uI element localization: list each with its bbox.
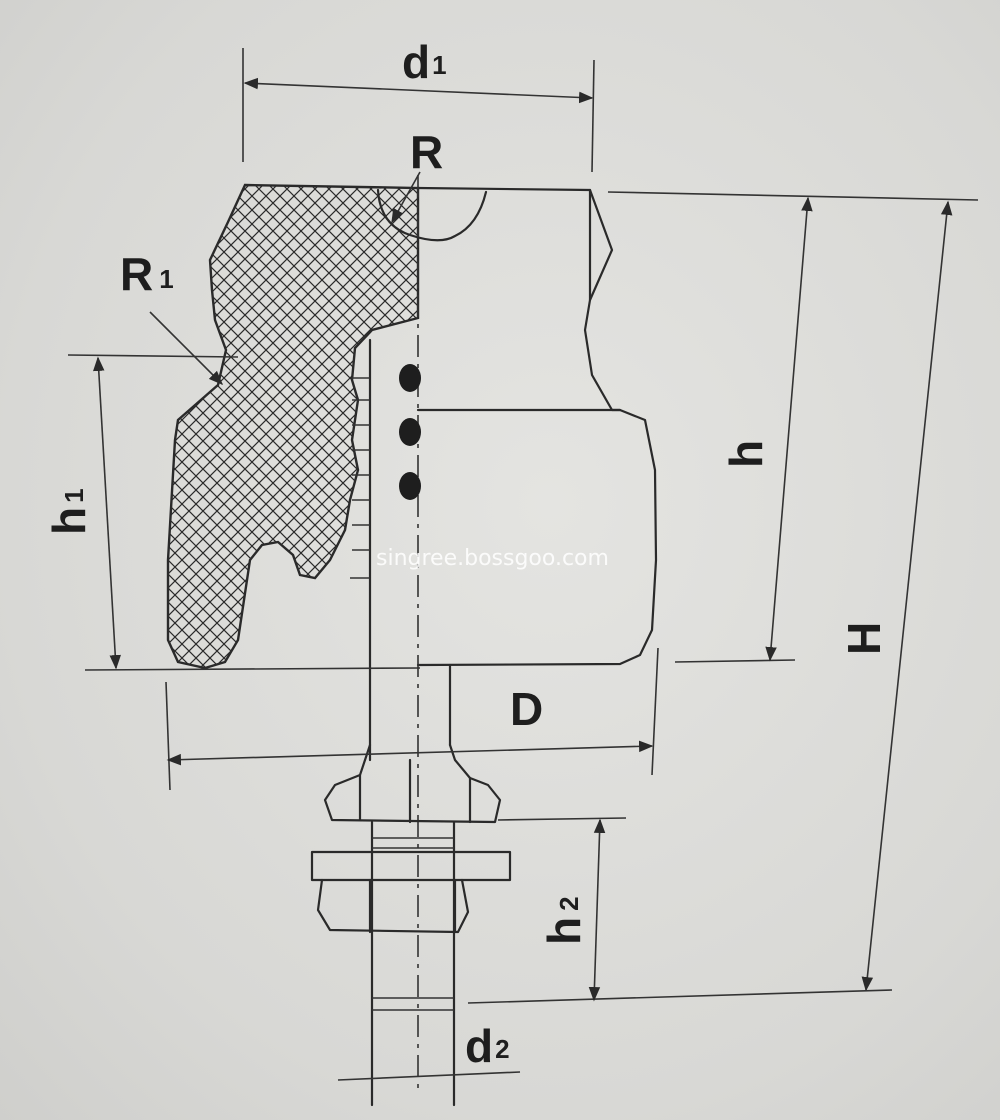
top-groove-arc <box>376 188 488 242</box>
h-dimension-line <box>765 196 813 662</box>
h1-extension-top <box>67 354 239 358</box>
nut-flats <box>368 878 457 934</box>
label-d: D <box>510 683 543 735</box>
insulator-outline-right <box>416 186 658 667</box>
threaded-shank <box>370 820 456 1107</box>
h2-dimension-line <box>588 818 606 1002</box>
d-dimension-line <box>166 740 654 766</box>
label-h2: h2 <box>538 896 590 945</box>
pin-thread-ticks <box>350 377 370 579</box>
washer <box>310 850 512 882</box>
r1-leader <box>149 311 224 386</box>
label-big-h: H <box>838 622 890 655</box>
collar-flats <box>358 758 472 824</box>
pin-collar <box>323 743 502 824</box>
d1-extension-right <box>591 59 595 173</box>
h-extension-top <box>607 191 979 201</box>
thread-lines <box>372 837 454 1011</box>
big-h-extension-bottom <box>467 989 893 1004</box>
label-d1: d1 <box>402 36 447 88</box>
hex-nut <box>316 878 470 934</box>
h2-extension-top <box>497 817 627 821</box>
insulator-section-hatched <box>166 183 420 670</box>
d1-dimension-line <box>243 77 594 104</box>
h-extension-bottom <box>674 659 796 663</box>
h1-dimension-line <box>93 356 121 670</box>
h1-extension-bottom <box>84 667 421 671</box>
d-extension-left <box>165 681 171 791</box>
d2-dimension-line <box>337 1071 521 1081</box>
r-leader <box>391 171 421 224</box>
watermark-text: singree.bossgoo.com <box>376 546 609 571</box>
big-h-dimension-line <box>861 200 953 992</box>
label-d2: d2 <box>465 1020 510 1072</box>
label-h: h <box>720 440 772 468</box>
cement-beads <box>399 364 421 500</box>
d-extension-right <box>651 647 659 776</box>
label-h1: h1 <box>43 488 95 535</box>
label-r: R <box>410 126 443 178</box>
